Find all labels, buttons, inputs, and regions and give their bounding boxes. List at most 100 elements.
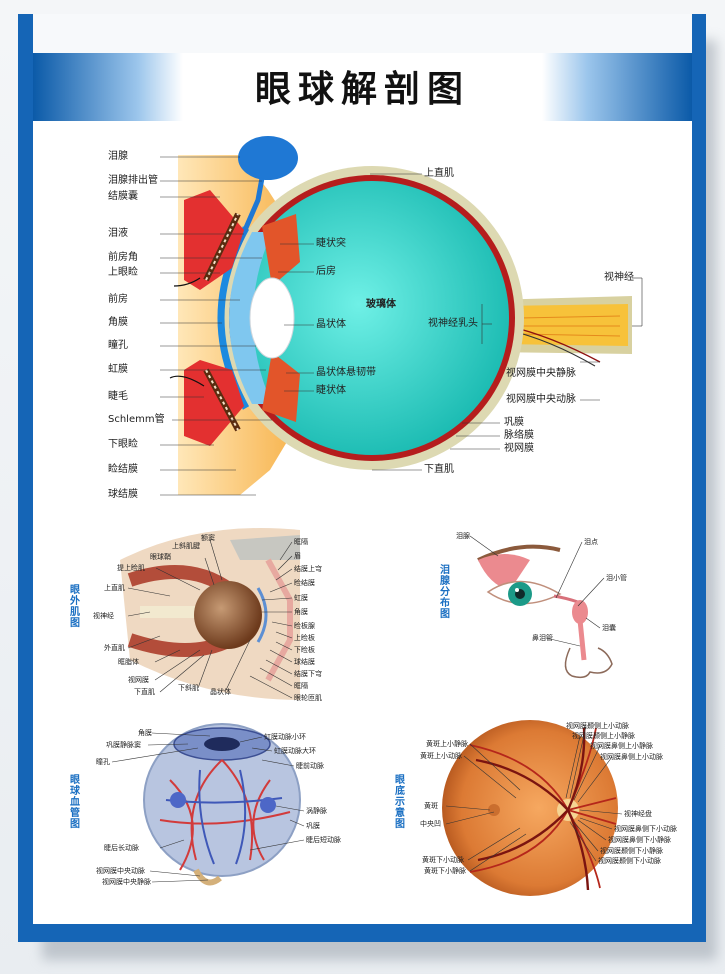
label-tears: 泪液 [108, 228, 128, 239]
fun-label-nasal-inf-vein: 视网膜鼻侧下小静脉 [608, 836, 671, 844]
ext-label-upper-tarsus: 上睑板 [294, 634, 315, 642]
ext-label-lower-tarsus: 下睑板 [294, 646, 315, 654]
label-anterior-chamber: 前房 [108, 294, 128, 305]
poster-top-margin [33, 14, 692, 53]
fun-label-fovea: 中央凹 [420, 820, 441, 828]
lacrimal-gland [238, 136, 298, 180]
main-eye-diagram [160, 136, 643, 496]
ext-label-frontal-sinus: 额窦 [201, 534, 215, 542]
ext-label-cornea: 角膜 [294, 608, 308, 616]
vas-label-central-artery: 视网膜中央动脉 [96, 867, 145, 875]
vas-label-major-circle: 虹膜动脉大环 [274, 747, 316, 755]
label-lacrimal-gland: 泪腺 [108, 151, 128, 162]
lacrimal-diagram [469, 535, 613, 679]
lens [249, 277, 295, 359]
label-sclera: 巩膜 [504, 417, 524, 428]
ext-label-levator: 提上睑肌 [117, 564, 145, 572]
ext-label-tarsal-glands: 睑板腺 [294, 622, 315, 630]
vas-label-cornea: 角膜 [138, 729, 152, 737]
ext-label-superior-rectus: 上直肌 [104, 584, 125, 592]
fundus-title: 眼底示意图 [395, 775, 405, 830]
lower-eyelid [184, 360, 244, 446]
label-ciliary-process: 睫状突 [316, 238, 346, 249]
fun-label-temp-sup-vein: 视网膜颞侧上小静脉 [572, 732, 635, 740]
lacrimal-gland-small [478, 554, 530, 590]
ext-label-orbital-septum-lower: 眶隔 [294, 682, 308, 690]
label-central-retinal-artery: 视网膜中央动脉 [506, 394, 576, 405]
label-palpebral-conjunctiva: 睑结膜 [108, 464, 138, 475]
label-central-retinal-vein: 视网膜中央静脉 [506, 368, 576, 379]
lac-label-punctum: 泪点 [584, 538, 598, 546]
label-schlemm-canal: Schlemm管 [108, 414, 165, 425]
label-conjunctival-sac: 结膜囊 [108, 191, 138, 202]
vas-label-pupil: 瞳孔 [96, 758, 110, 766]
vas-label-schlemm: 巩膜静脉窦 [106, 741, 141, 749]
label-superior-rectus: 上直肌 [424, 168, 454, 179]
label-lower-eyelid: 下眼睑 [108, 439, 138, 450]
fundus-diagram [442, 720, 623, 896]
fun-label-optic-disc: 视神经盘 [624, 810, 652, 818]
vas-label-central-vein: 视网膜中央静脉 [102, 878, 151, 886]
label-choroid: 脉络膜 [504, 430, 534, 441]
fun-label-nasal-sup-vein: 视网膜鼻侧上小静脉 [590, 742, 653, 750]
label-vitreous: 玻璃体 [366, 299, 396, 310]
label-upper-eyelid: 上眼睑 [108, 267, 138, 278]
vas-label-short-posterior-ciliary: 睫后短动脉 [306, 836, 341, 844]
label-cornea: 角膜 [108, 317, 128, 328]
label-optic-nerve: 视神经 [604, 272, 634, 283]
fun-label-nasal-inf-artery: 视网膜鼻侧下小动脉 [614, 825, 677, 833]
label-lacrimal-duct: 泪腺排出管 [108, 175, 158, 186]
fun-label-temp-inf-artery: 视网膜颞侧下小动脉 [598, 857, 661, 865]
ext-label-tenon-capsule: 眼球鞘 [150, 553, 171, 561]
ext-label-palpebral-conjunctiva: 睑结膜 [294, 579, 315, 587]
fundus-disc [442, 720, 618, 896]
label-inferior-rectus: 下直肌 [424, 464, 454, 475]
ext-label-superior-fornix: 结膜上穹 [294, 565, 322, 573]
label-chamber-angle: 前房角 [108, 252, 138, 263]
title-band-left [33, 53, 183, 121]
fun-label-sup-macular-artery: 黄斑上小动脉 [420, 752, 462, 760]
vas-label-vortex-vein: 涡静脉 [306, 807, 327, 815]
label-lens: 晶状体 [316, 319, 346, 330]
lac-label-sac: 泪囊 [602, 624, 616, 632]
lacrimal-title: 泪腺分布图 [440, 565, 450, 620]
ext-label-orbital-fat: 眶脂体 [118, 658, 139, 666]
label-retina: 视网膜 [504, 443, 534, 454]
lac-label-gland: 泪腺 [456, 532, 470, 540]
ext-label-bulbar-conjunctiva: 球结膜 [294, 658, 315, 666]
extraocular-diagram [120, 528, 300, 700]
label-ciliary-body: 睫状体 [316, 385, 346, 396]
page-title: 眼球解剖图 [254, 69, 470, 110]
label-zonule: 晶状体悬韧带 [316, 367, 376, 378]
fun-label-inf-macular-artery: 黄斑下小动脉 [422, 856, 464, 864]
fun-label-temp-inf-vein: 视网膜颞侧下小静脉 [600, 847, 663, 855]
vascular-title: 眼球血管图 [70, 775, 80, 830]
title-band-right [542, 53, 692, 121]
ext-label-iris: 虹膜 [294, 594, 308, 602]
ext-label-inferior-oblique: 下斜肌 [178, 684, 199, 692]
ext-label-retina: 视网膜 [128, 676, 149, 684]
label-eyelashes: 睫毛 [108, 391, 128, 402]
label-bulbar-conjunctiva: 球结膜 [108, 489, 138, 500]
fun-label-sup-macular-vein: 黄斑上小静脉 [426, 740, 468, 748]
ciliary-body-upper [262, 214, 300, 286]
label-iris: 虹膜 [108, 364, 128, 375]
ext-label-optic-nerve: 视神经 [93, 612, 114, 620]
ext-label-inferior-fornix: 结膜下穹 [294, 670, 322, 678]
lac-label-canaliculus: 泪小管 [606, 574, 627, 582]
ciliary-body-lower [262, 352, 300, 422]
ext-label-superior-oblique-tendon: 上斜肌腱 [172, 542, 200, 550]
ext-label-eyebrow: 眉 [294, 552, 301, 560]
fun-label-nasal-sup-artery: 视网膜鼻侧上小动脉 [600, 753, 663, 761]
vascular-eyeball [143, 723, 301, 877]
ext-label-lens: 晶状体 [210, 688, 231, 696]
ext-label-orbicularis: 眼轮匝肌 [294, 694, 322, 702]
upper-eyelid [184, 190, 244, 290]
fun-label-macula: 黄斑 [424, 802, 438, 810]
extraocular-title: 眼外肌图 [70, 585, 80, 629]
vas-label-anterior-ciliary: 睫前动脉 [296, 762, 324, 770]
vas-label-minor-circle: 虹膜动脉小环 [264, 733, 306, 741]
ext-label-lateral-rectus: 外直肌 [104, 644, 125, 652]
ext-label-inferior-rectus: 下直肌 [134, 688, 155, 696]
